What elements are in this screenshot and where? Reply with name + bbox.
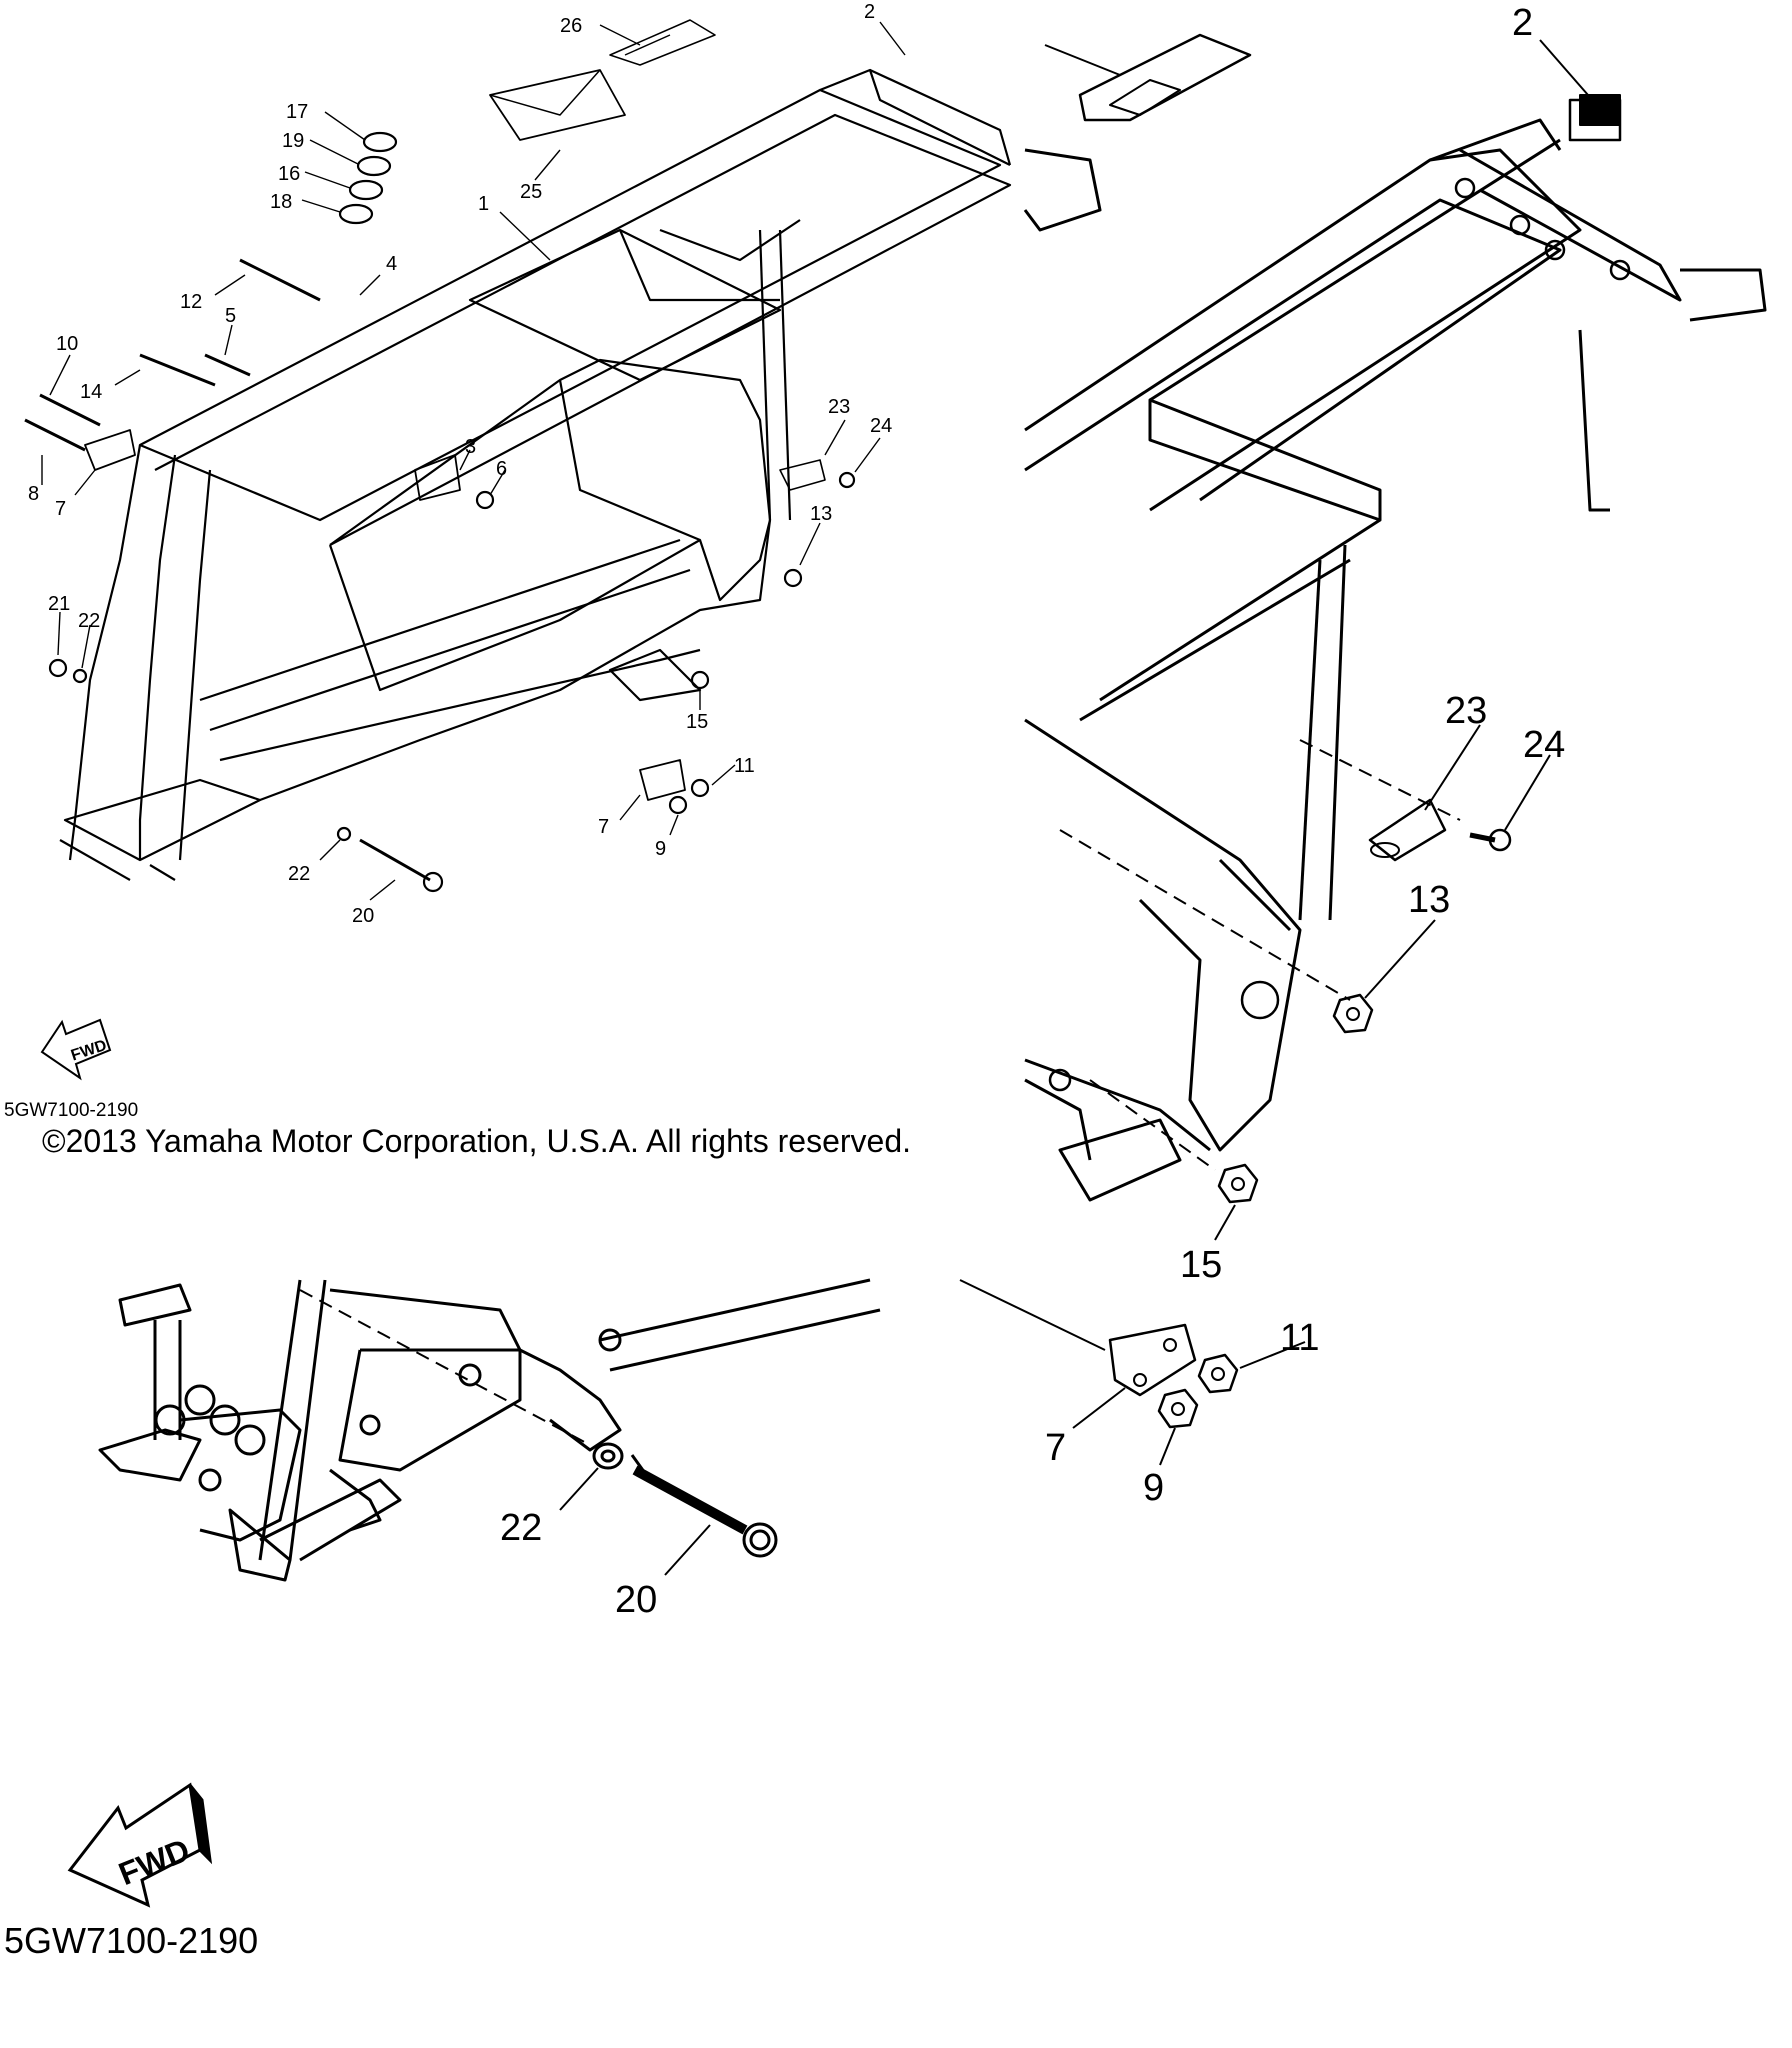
overview-callout: 4 <box>386 253 397 275</box>
overview-callout: 5 <box>225 305 236 327</box>
overview-callout: 21 <box>48 593 70 615</box>
bottom-detail-callout: 22 <box>500 1507 542 1549</box>
right-detail-leader-lines <box>1044 39 1589 1466</box>
right-detail-callout: 15 <box>1180 1244 1222 1286</box>
overview-callout: 9 <box>655 838 666 860</box>
overview-callout: 1 <box>478 193 489 215</box>
overview-callout: 20 <box>352 905 374 927</box>
overview-callout: 22 <box>78 610 100 632</box>
overview-callout: 14 <box>80 381 102 403</box>
overview-callout: 12 <box>180 291 202 313</box>
overview-callout: 18 <box>270 191 292 213</box>
right-detail-callout: 7 <box>1045 1427 1066 1469</box>
fwd-arrow-large-icon: FWD <box>67 1782 213 1908</box>
overview-leader-lines <box>41 21 906 901</box>
copyright-notice: ©2013 Yamaha Motor Corporation, U.S.A. A… <box>42 1123 912 1159</box>
fwd-arrow-icon: FWD <box>40 1018 112 1081</box>
right-detail-callout-labels: 2 23 24 13 15 11 7 9 <box>1045 2 1565 1509</box>
overview-callout: 22 <box>288 863 310 885</box>
overview-callout: 26 <box>560 15 582 37</box>
overview-callout: 2 <box>864 1 875 23</box>
right-detail-callout: 13 <box>1408 879 1450 921</box>
overview-callout: 3 <box>465 436 476 458</box>
overview-callout: 23 <box>828 396 850 418</box>
right-detail-callout: 2 <box>1512 2 1533 44</box>
right-detail-axis-lines <box>959 739 1461 1351</box>
diagram-code-small: 5GW7100-2190 <box>4 1100 139 1121</box>
right-detail-callout: 23 <box>1445 690 1487 732</box>
overview-frame-drawing <box>24 19 1012 893</box>
overview-callout: 7 <box>598 816 609 838</box>
diagram-code-large: 5GW7100-2190 <box>4 1920 259 1961</box>
overview-callout: 7 <box>55 498 66 520</box>
bottom-detail-callout: 20 <box>615 1579 657 1621</box>
bottom-detail-drawing <box>98 1278 881 1582</box>
overview-callout: 19 <box>282 130 304 152</box>
bottom-detail-callout-labels: 22 20 <box>500 1507 657 1621</box>
overview-callout: 11 <box>734 755 755 777</box>
overview-callout: 8 <box>28 483 39 505</box>
overview-callout: 10 <box>56 333 78 355</box>
overview-callout: 17 <box>286 101 308 123</box>
overview-callout-labels: 26 2 17 19 16 18 25 1 4 12 5 10 14 8 7 3… <box>28 1 892 927</box>
right-detail-callout: 24 <box>1523 724 1565 766</box>
overview-callout: 15 <box>686 711 708 733</box>
right-detail-callout: 11 <box>1280 1317 1319 1359</box>
overview-callout: 25 <box>520 181 542 203</box>
right-detail-callout: 9 <box>1143 1467 1164 1509</box>
right-detail-drawing <box>1023 33 1767 1429</box>
overview-callout: 24 <box>870 415 892 437</box>
overview-callout: 16 <box>278 163 300 185</box>
bottom-detail-leader-lines <box>299 1289 711 1576</box>
overview-callout: 13 <box>810 503 832 525</box>
overview-callout: 6 <box>496 458 507 480</box>
